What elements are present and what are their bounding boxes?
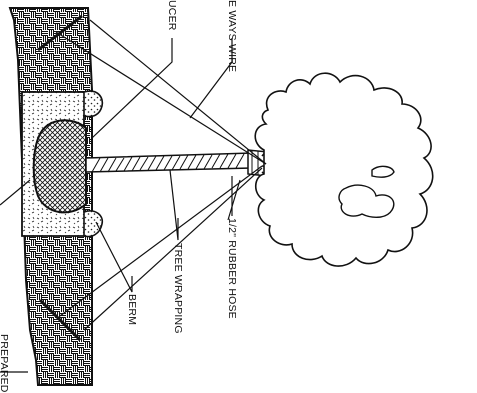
trunk-tree-wrapping [85,152,253,173]
canopy-inner-outline-1 [338,184,395,218]
tree-canopy [254,72,434,267]
stake-top [37,14,83,52]
guy-wire-label: E WAYS WIRE [226,0,238,72]
berm-bottom [83,210,104,238]
stake-bottom [38,298,82,342]
tree-wrapping-label: TREE WRAPPING [172,243,184,334]
leader-lines [0,38,241,373]
saucer-label: UCER [166,0,178,31]
berm-top [83,90,104,118]
berm-label: BERM [126,294,138,325]
rubber-hose-label: 1/2" RUBBER HOSE [226,218,238,319]
prepared-label: PREPARED [0,334,10,393]
root-ball [32,119,87,214]
canopy-inner-outline-2 [371,165,395,178]
